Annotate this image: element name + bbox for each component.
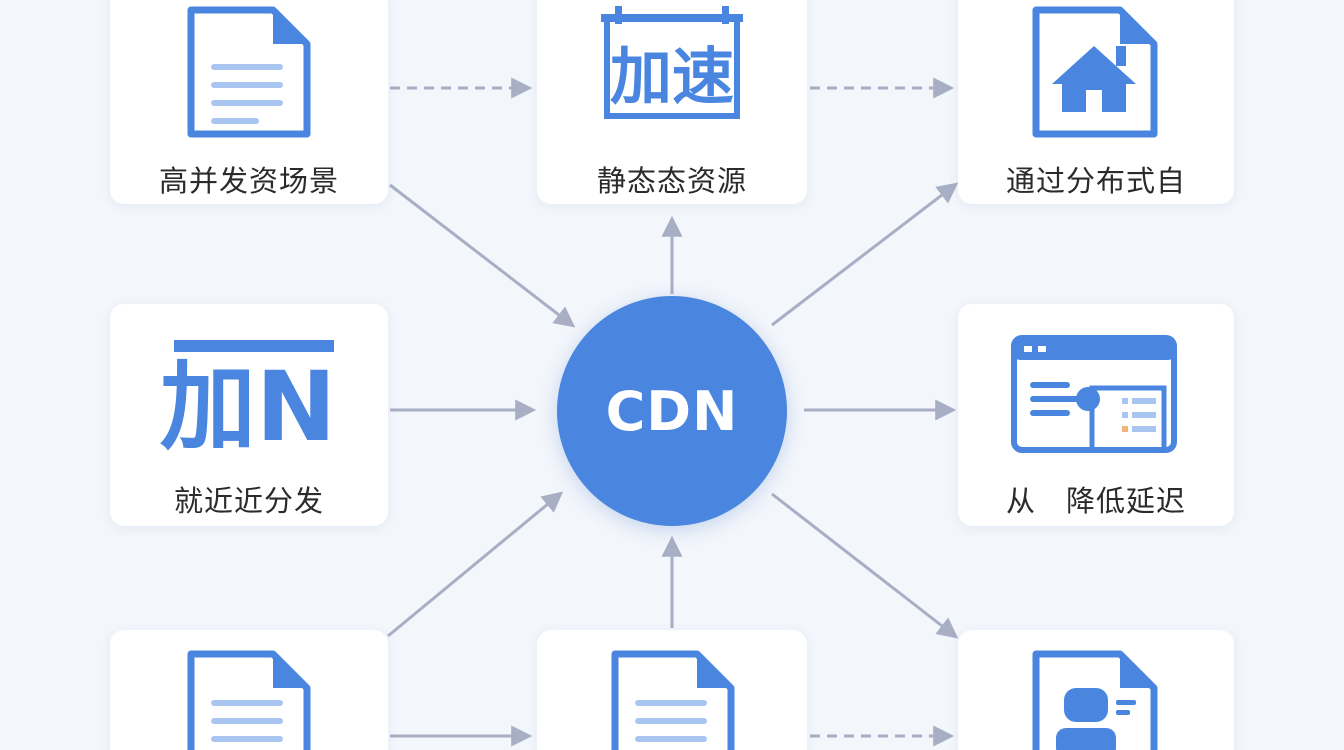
acceleration-glyph-icon: 加N — [160, 340, 336, 454]
document-icon — [611, 650, 735, 750]
node-card-bottom-center — [537, 630, 807, 750]
node-label-top-left: 高并发资场景 — [158, 164, 339, 198]
node-card-mid-right: 从 降低延迟 — [958, 304, 1234, 526]
arrow-topleft-to-hub — [389, 183, 576, 328]
cdn-hub-label: CDN — [605, 380, 739, 443]
acceleration-glyph-text: 加N — [160, 351, 336, 454]
node-card-bottom-right — [958, 630, 1234, 750]
arrow-bottomleft-to-hub — [387, 491, 564, 638]
node-label-mid-right: 从 降低延迟 — [1005, 484, 1186, 518]
speed-glyph-text: 加速 — [610, 40, 734, 113]
cdn-hub-circle: CDN — [557, 296, 787, 526]
node-card-bottom-left — [110, 630, 388, 750]
home-document-icon — [1032, 6, 1158, 138]
node-label-top-right: 通过分布式自 — [1005, 164, 1186, 198]
node-card-top-right: 通过分布式自 — [958, 0, 1234, 204]
node-card-mid-left: 加N 就近近分发 — [110, 304, 388, 526]
node-label-top-center: 静态态资源 — [596, 164, 747, 198]
user-profile-document-icon — [1032, 650, 1158, 750]
arrow-hub-to-bottomright — [771, 492, 959, 639]
node-card-top-left: 高并发资场景 — [110, 0, 388, 204]
node-card-top-center: 加速 静态态资源 — [537, 0, 807, 204]
arrow-hub-to-topright — [771, 182, 959, 327]
speed-glyph-icon: 加速 — [601, 6, 743, 119]
document-icon — [187, 6, 311, 138]
browser-window-icon — [1011, 335, 1177, 453]
node-label-mid-left: 就近近分发 — [173, 484, 324, 518]
document-icon — [187, 650, 311, 750]
